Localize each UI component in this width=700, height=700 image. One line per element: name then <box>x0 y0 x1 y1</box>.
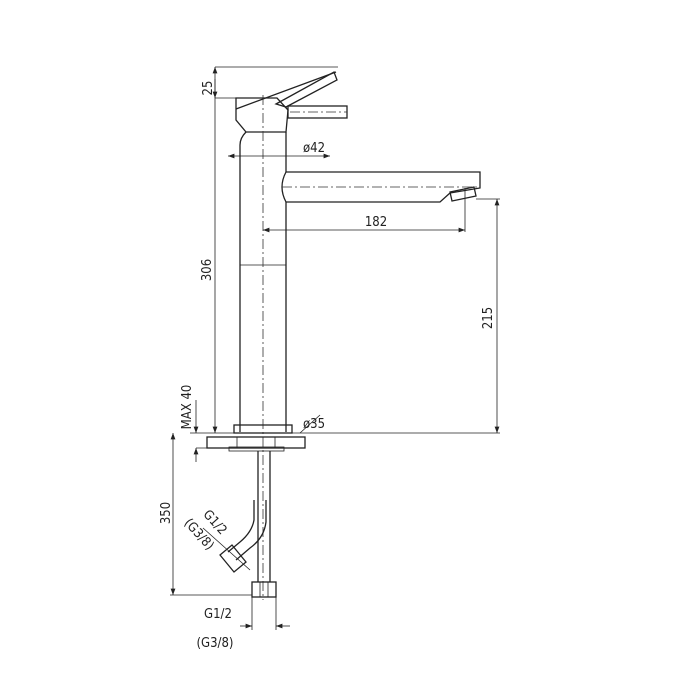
spout-reach-label: 182 <box>365 215 387 230</box>
spout <box>281 171 481 203</box>
dimension-lines <box>170 66 500 630</box>
faucet-body <box>239 95 287 600</box>
base-plate <box>190 424 500 452</box>
supply-hoses <box>219 451 277 598</box>
lever-handle <box>235 71 348 133</box>
lever-height-label: 25 <box>201 81 216 96</box>
bottom-thread-label: G1/2 <box>204 607 232 622</box>
body-diameter-label: ø42 <box>303 141 325 156</box>
max-thickness-label: MAX 40 <box>180 385 195 430</box>
hose-length-label: 350 <box>159 502 174 524</box>
base-diameter-label: ø35 <box>303 417 325 432</box>
total-height-label: 306 <box>200 259 215 281</box>
bottom-thread-alt-label: (G3/8) <box>196 636 233 651</box>
spout-height-label: 215 <box>481 307 496 329</box>
